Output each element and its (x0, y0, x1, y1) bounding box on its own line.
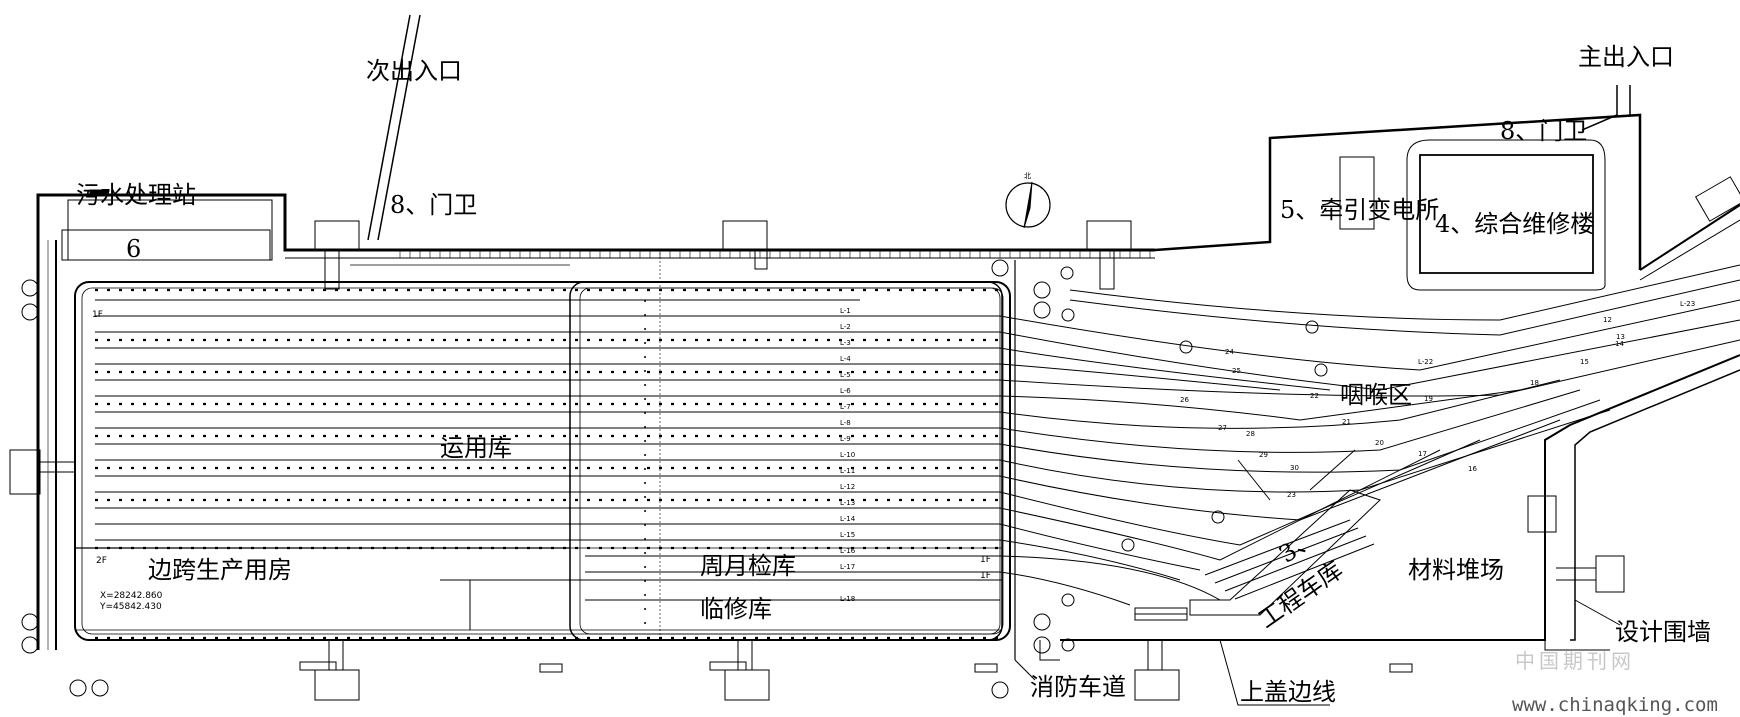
track-label-6: L-6 (840, 387, 851, 395)
track-label-16: L-16 (840, 547, 856, 555)
switch-number-21: L-22 (1418, 358, 1433, 366)
side-production-rooms-label: 边跨生产用房 (148, 556, 292, 584)
temporary-repair-label: 临修库 (700, 595, 772, 623)
switch-number-19: 12 (1603, 316, 1612, 324)
switch-number-11: 19 (1424, 395, 1433, 403)
maintenance-building-box (1419, 154, 1594, 274)
main-entrance-label: 主出入口 (1578, 43, 1674, 71)
throat-area-label: 咽喉区 (1340, 381, 1412, 409)
switch-number-13: 16 (1468, 465, 1477, 473)
sewage-station-box (61, 229, 271, 261)
fire-lane-label: 消防车道 (1030, 673, 1126, 701)
track-label-14: L-14 (840, 515, 856, 523)
track-label-1: L-1 (840, 307, 851, 315)
switch-number-16: 15 (1580, 358, 1589, 366)
main-entrance-road (1581, 85, 1618, 131)
track-label-10: L-10 (840, 451, 855, 459)
secondary-entrance-road (377, 14, 421, 241)
coordinate-x: X=28242.860 (100, 591, 163, 601)
throat-area-tracks (999, 264, 1740, 606)
switch-number-5: 28 (1246, 430, 1255, 438)
switch-number-9: 21 (1342, 418, 1351, 426)
watermark-url: www.chinaqking.com (1512, 694, 1718, 716)
design-fence-label: 设计围墙 (1615, 618, 1711, 646)
switch-number-17: 14 (1615, 340, 1624, 348)
floor-1f-left: 1F (92, 310, 103, 320)
track-label-7: L-7 (840, 403, 851, 411)
track-label-11: L-11 (840, 467, 855, 475)
gate-guard-label-1: 8、门卫 (390, 191, 477, 219)
track-label-3: L-3 (840, 339, 851, 347)
switch-number-18: 13 (1616, 333, 1625, 341)
switch-number-1: 24 (1225, 348, 1234, 356)
hatch-strip (399, 250, 1151, 258)
engineering-depot (1189, 449, 1381, 616)
switch-number-3: 26 (1180, 396, 1189, 404)
track-label-18: L-18 (840, 595, 855, 603)
floor-2f-left: 2F (96, 556, 107, 566)
switch-number-20: L-23 (1680, 300, 1695, 308)
cover-edge-label: 上盖边线 (1240, 678, 1336, 706)
track-label-17: L-17 (840, 563, 855, 571)
periodic-inspection-label: 周月检库 (700, 552, 796, 580)
track-label-13: L-13 (840, 499, 855, 507)
material-yard-label: 材料堆场 (1408, 556, 1504, 584)
track-labels: L-1L-2L-3L-4L-5L-6L-7L-8L-9L-10L-11L-12L… (840, 307, 856, 603)
track-label-12: L-12 (840, 483, 855, 491)
track-label-5: L-5 (840, 371, 851, 379)
watermark-site-name: 中国期刊网 (1515, 649, 1635, 673)
operation-depot-outline (74, 281, 1011, 641)
switch-number-15: 18 (1530, 379, 1539, 387)
gate-guard-label-2: 8、门卫 (1500, 117, 1587, 145)
sewage-station-number: 6 (126, 235, 141, 263)
track-label-8: L-8 (840, 419, 851, 427)
floor-1f-right-b: 1F (980, 571, 991, 581)
switch-number-6: 29 (1259, 451, 1268, 459)
operation-depot-label: 运用库 (440, 434, 512, 462)
switch-number-12: 17 (1418, 450, 1427, 458)
coordinate-y: Y=45842.430 (99, 602, 162, 612)
floor-1f-right-a: 1F (980, 555, 991, 565)
switch-number-2: 25 (1232, 367, 1241, 375)
substation-box (1339, 156, 1375, 230)
maintenance-building-label: 4、综合维修楼 (1435, 210, 1594, 238)
switch-numbers: 24252627282930222120191716231815141312L-… (1180, 300, 1695, 499)
track-label-4: L-4 (840, 355, 851, 363)
sewage-station-label: 污水处理站 (76, 181, 196, 209)
secondary-entrance-label: 次出入口 (366, 57, 462, 85)
track-label-9: L-9 (840, 435, 851, 443)
engineering-depot-label: 工程车库 (1253, 556, 1348, 634)
substation-label: 5、牵引变电所 (1280, 196, 1439, 224)
switch-number-8: 22 (1310, 392, 1319, 400)
depot-tracks (95, 299, 1000, 601)
switch-number-10: 20 (1375, 439, 1384, 447)
switch-number-4: 27 (1218, 424, 1227, 432)
track-label-15: L-15 (840, 531, 855, 539)
boundary-wall-top (36, 193, 1155, 650)
north-arrow (1005, 182, 1051, 228)
north-arrow-label: 北 (1024, 172, 1031, 180)
switch-number-7: 30 (1290, 464, 1299, 472)
switch-number-14: 23 (1287, 491, 1296, 499)
track-label-2: L-2 (840, 323, 851, 331)
